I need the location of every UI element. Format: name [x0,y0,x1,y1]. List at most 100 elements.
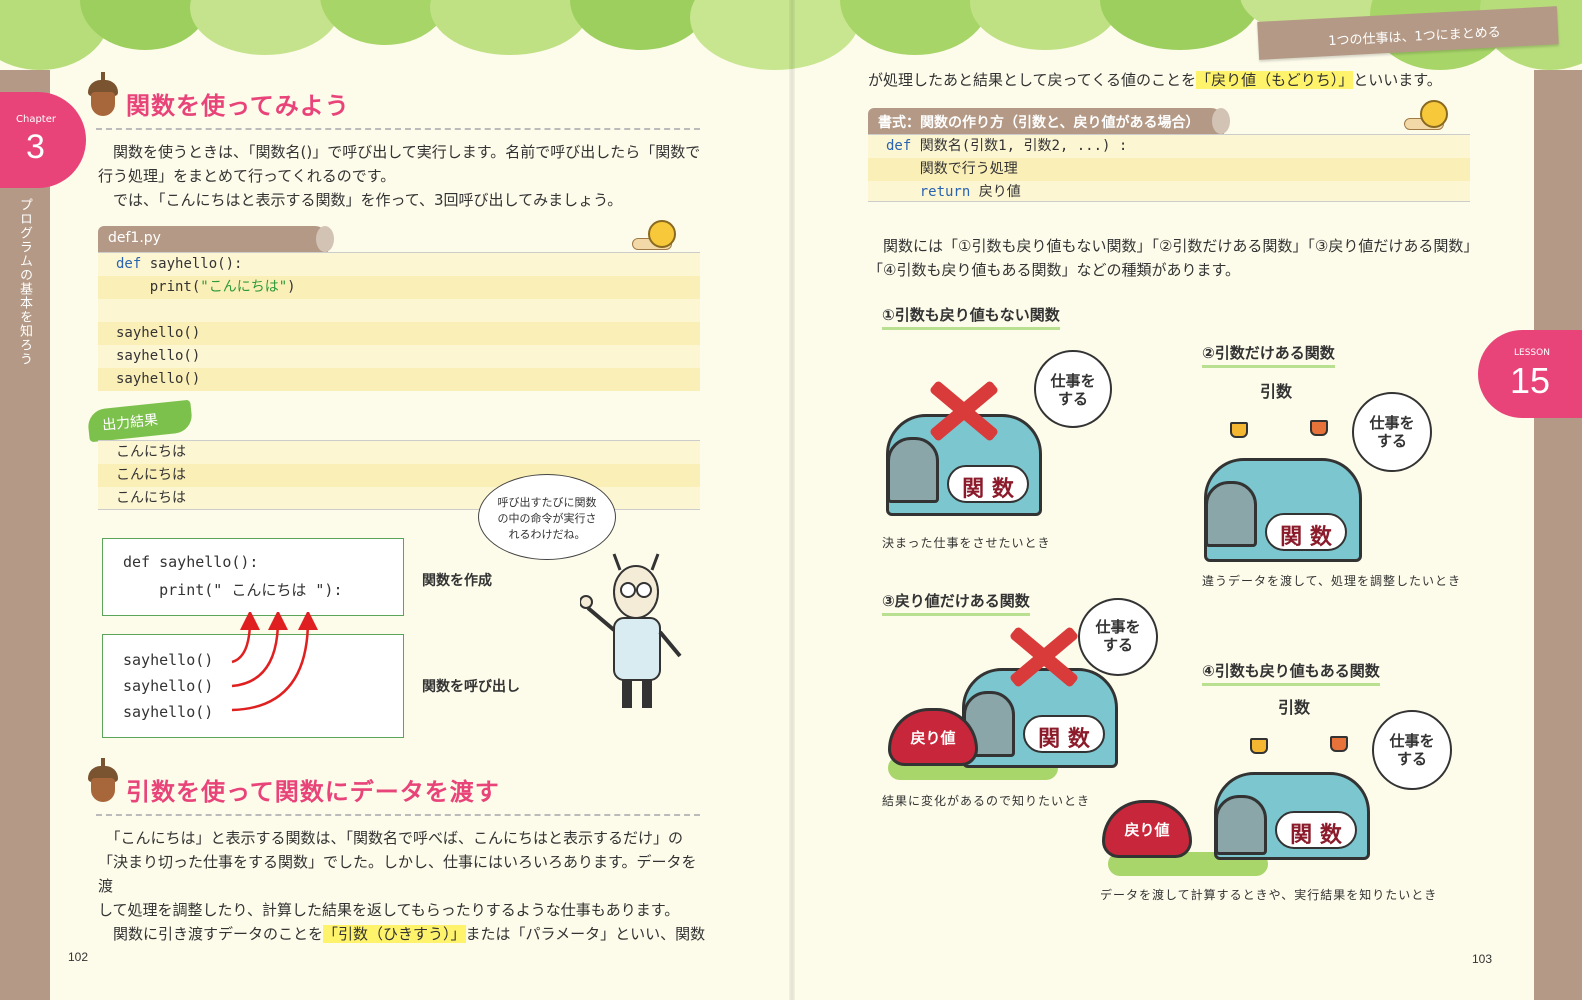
code-line: sayhello() [98,322,700,345]
cloud-text: する [1102,636,1133,654]
function-types-paragraph: 関数には「①引数も戻り値もない関数」「②引数だけある関数」「③戻り値だけある関数… [868,234,1478,282]
function-label: 関 数 [1023,715,1105,753]
chapter-number: 3 [26,128,45,166]
lesson-label: LESSON [1514,348,1550,358]
code-keyword: def [886,138,912,154]
bubble-line: れるわけだね。 [508,528,586,541]
paragraph-line: 「決まり切った仕事をする関数」でした。しかし、仕事にはいろいろあります。データを… [98,853,697,895]
code-string: "こんにちは" [200,279,288,295]
code-block: def sayhello(): print("こんにちは") sayhello(… [98,252,700,391]
paragraph-line: 関数に引き渡すデータのことを「引数（ひきすう）」または「パラメータ」といい、関数 [98,922,708,946]
section-heading-use-function: 関数を使ってみよう [126,92,350,120]
cloud-text: 仕事を [1050,372,1096,390]
chapter-label: Chapter [16,114,56,125]
function-definition-box: def sayhello(): print(" こんにちは "): [102,538,404,616]
code-text: ) [287,279,296,295]
type1-caption: 決まった仕事をさせたいとき [882,536,1051,550]
code-filename-bar: def1.py [98,226,334,252]
acorn-icon [88,72,118,118]
format-title: 書式：関数の作り方（引数と、戻り値がある場合） [878,115,1200,131]
paragraph-line: では、「こんにちはと表示する関数」を作って、3回呼び出してみましょう。 [98,191,623,209]
highlighted-term: 「戻り値（もどりち）」 [1196,71,1354,89]
diagram-code-line: print(" こんにちは "): [123,581,343,599]
format-code-block: def 関数名(引数1, 引数2, ...) : 関数で行う処理 return … [868,134,1470,202]
speech-bubble: 呼び出すたびに関数 の中の命令が実行さ れるわけだね。 [478,474,616,560]
arguments-paragraph: 「こんにちは」と表示する関数は、「関数名で呼べば、こんにちはと表示するだけ」の … [98,826,708,946]
code-text: sayhello(): [141,256,243,272]
code-line: sayhello() [116,348,201,364]
label-create-function: 関数を作成 [422,573,492,589]
format-line: return 戻り値 [868,181,1470,204]
cloud-text: 仕事を [1389,732,1435,750]
chapter-title: プログラムの基本を知ろう [17,198,32,366]
function-mailbox-illustration: 関 数 [1214,772,1370,860]
chapter-tab: Chapter 3 [0,92,86,188]
return-value-intro: が処理したあと結果として戻ってくる値のことを「戻り値（もどりち）」といいます。 [868,68,1468,92]
output-line: こんにちは [98,464,700,487]
call-arrows [231,612,318,712]
type4-title: ④引数も戻り値もある関数 [1202,660,1380,686]
argument-label: 引数 [1278,698,1311,717]
thought-cloud: 仕事をする [1372,710,1452,790]
function-mailbox-illustration: 関 数 [1204,458,1362,562]
snail-icon [1404,100,1448,130]
return-value-ladybug: 戻り値 [1102,800,1192,858]
acorn-icon [88,758,118,804]
type2-caption: 違うデータを渡して、処理を調整したいとき [1202,574,1462,588]
left-trunk-border [0,70,50,1000]
cloud-text: する [1396,750,1427,768]
format-line: 関数で行う処理 [868,158,1470,181]
code-line: sayhello() [98,368,700,391]
bubble-line: 呼び出すたびに関数 [497,496,597,509]
diagram-code-line: def sayhello(): [123,553,259,571]
type4-caption: データを渡して計算するときや、実行結果を知りたいとき [1100,888,1438,902]
paragraph-line: 関数を使うときは、「関数名()」で呼び出して実行します。名前で呼び出したら「関数… [98,143,701,161]
type1-title: ①引数も戻り値もない関数 [882,304,1060,330]
page-gutter [789,0,795,1000]
divider [96,814,700,816]
code-line-blank [98,299,700,322]
function-label: 関 数 [1275,811,1357,849]
cloud-text: 仕事を [1369,414,1415,432]
paragraph-text: といいます。 [1353,71,1442,89]
code-text: 戻り値 [970,184,1021,200]
page-number-right: 103 [1472,952,1493,966]
function-label: 関 数 [947,465,1029,503]
right-trunk-border [1534,70,1582,1000]
code-keyword: def [116,256,142,272]
paragraph-text: が処理したあと結果として戻ってくる値のことを [868,71,1197,89]
type2-title: ②引数だけある関数 [1202,342,1335,368]
cloud-text: 仕事を [1095,618,1141,636]
output-line: こんにちは [116,490,186,506]
cloud-text: する [1057,390,1088,408]
argument-cup-icon [1250,738,1268,754]
thought-cloud: 仕事をする [1078,598,1158,676]
diagram-code-line: sayhello() [123,651,214,669]
thought-cloud: 仕事をする [1352,392,1432,472]
function-call-box: sayhello() sayhello() sayhello() [102,634,404,738]
diagram-code-line: sayhello() [123,677,214,695]
code-text: print( [116,279,201,295]
type3-title: ③戻り値だけある関数 [882,590,1030,616]
lesson-tab: LESSON 15 [1478,330,1582,418]
diagram-code-line: sayhello() [123,703,214,721]
section-heading-arguments: 引数を使って関数にデータを渡す [126,778,500,806]
argument-label: 引数 [1260,382,1293,401]
paragraph-text: 関数に引き渡すデータのことを [98,925,324,943]
divider [96,128,700,130]
snail-icon [632,220,676,250]
format-title-bar: 書式：関数の作り方（引数と、戻り値がある場合） [868,108,1230,134]
code-text: 関数名(引数1, 引数2, ...) : [911,138,1128,154]
argument-cup-icon [1310,420,1328,436]
format-line: def 関数名(引数1, 引数2, ...) : [868,135,1470,158]
type3-caption: 結果に変化があるので知りたいとき [882,794,1091,808]
output-line: こんにちは [116,444,186,460]
paragraph-line: 「④引数も戻り値もある関数」などの種類があります。 [868,261,1240,279]
paragraph-line: 関数には「①引数も戻り値もない関数」「②引数だけある関数」「③戻り値だけある関数… [868,237,1479,255]
paragraph-line: 行う処理」をまとめて行ってくれるのです。 [98,167,396,185]
code-filename: def1.py [108,230,161,246]
goat-teacher-illustration [580,553,682,708]
lesson-number: 15 [1510,360,1551,401]
function-mailbox-illustration: 関 数 [962,668,1118,768]
code-line: print("こんにちは") [98,276,700,299]
